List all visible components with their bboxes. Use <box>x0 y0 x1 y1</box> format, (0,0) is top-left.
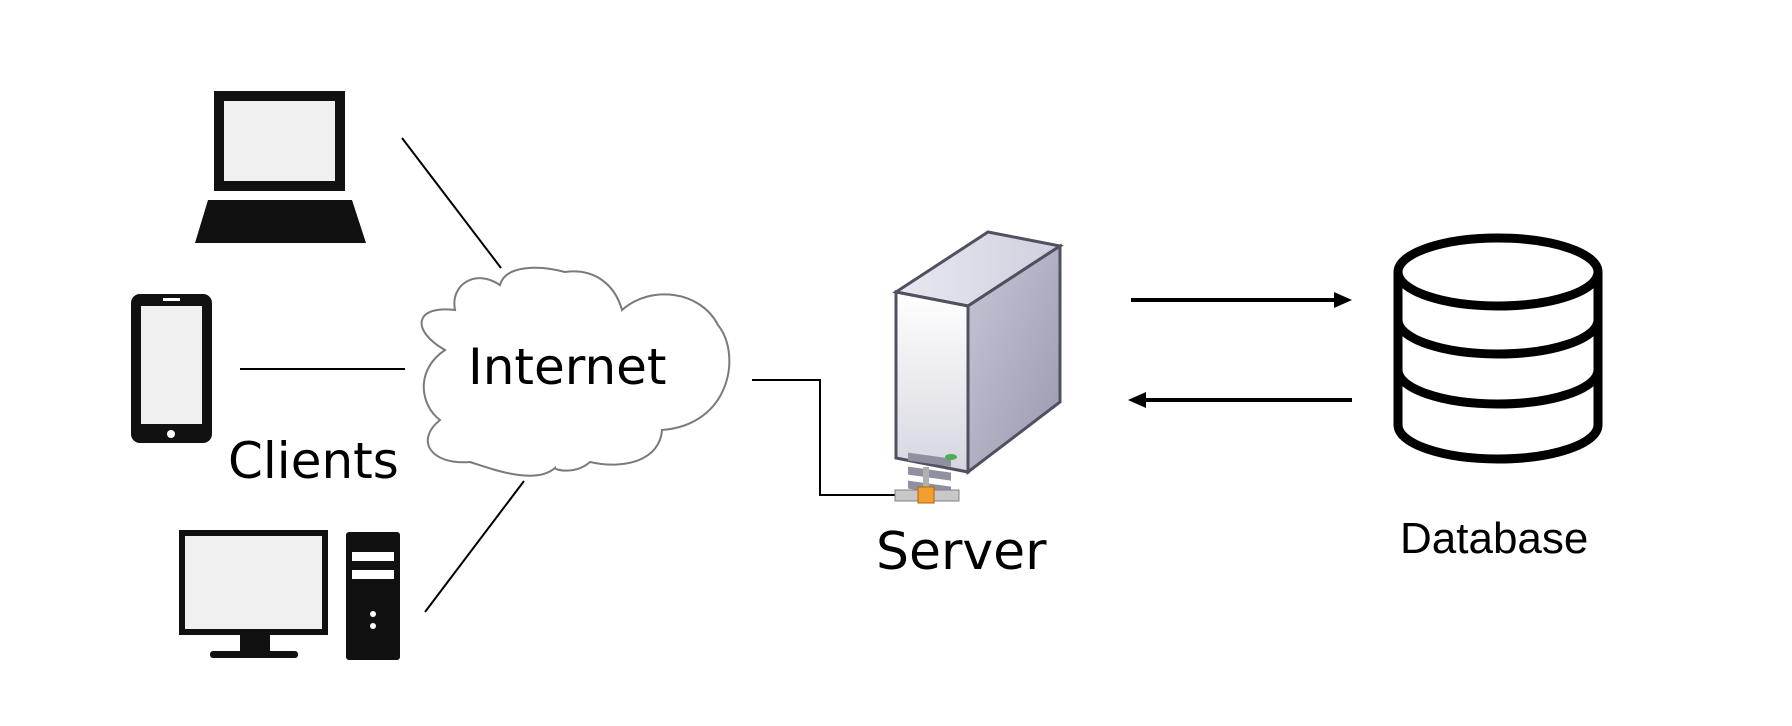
database-to-server-arrow <box>1128 392 1352 408</box>
laptop-connection-line <box>401 137 502 269</box>
server-icon <box>892 230 1064 504</box>
server-to-database-arrow <box>1131 292 1352 308</box>
clients-label: Clients <box>228 432 399 490</box>
desktop-computer-icon <box>179 530 400 660</box>
internet-server-connection-line <box>752 379 902 496</box>
database-icon <box>1393 233 1603 464</box>
desktop-connection-line <box>424 480 525 613</box>
database-label: Database <box>1400 514 1589 563</box>
server-label: Server <box>876 522 1047 582</box>
cloud-icon <box>420 266 731 477</box>
smartphone-icon <box>131 294 212 443</box>
internet-label: Internet <box>468 338 667 396</box>
server-status-led <box>945 454 957 460</box>
laptop-icon <box>195 91 366 243</box>
